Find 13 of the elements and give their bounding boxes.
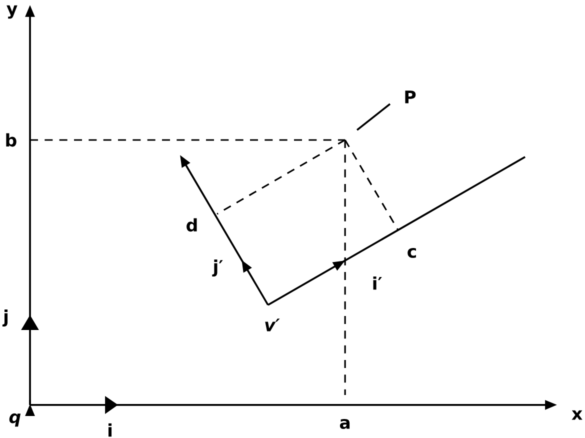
point-label: P (405, 90, 416, 104)
axis-label: y (6, 5, 18, 19)
projection-label: d (186, 218, 197, 232)
unit-vector-label: i (108, 423, 112, 437)
origin-label: q (9, 413, 21, 427)
projection-label: c (408, 248, 416, 258)
coordinate-label: a (340, 419, 350, 429)
axis-label: x (572, 410, 582, 420)
unit-vector-label: j (2, 310, 8, 326)
unit-vector-label: j′ (212, 260, 223, 276)
unit-vector-label: i′ (373, 276, 382, 290)
coordinate-label: b (6, 133, 16, 147)
origin-label: v′ (265, 318, 280, 332)
